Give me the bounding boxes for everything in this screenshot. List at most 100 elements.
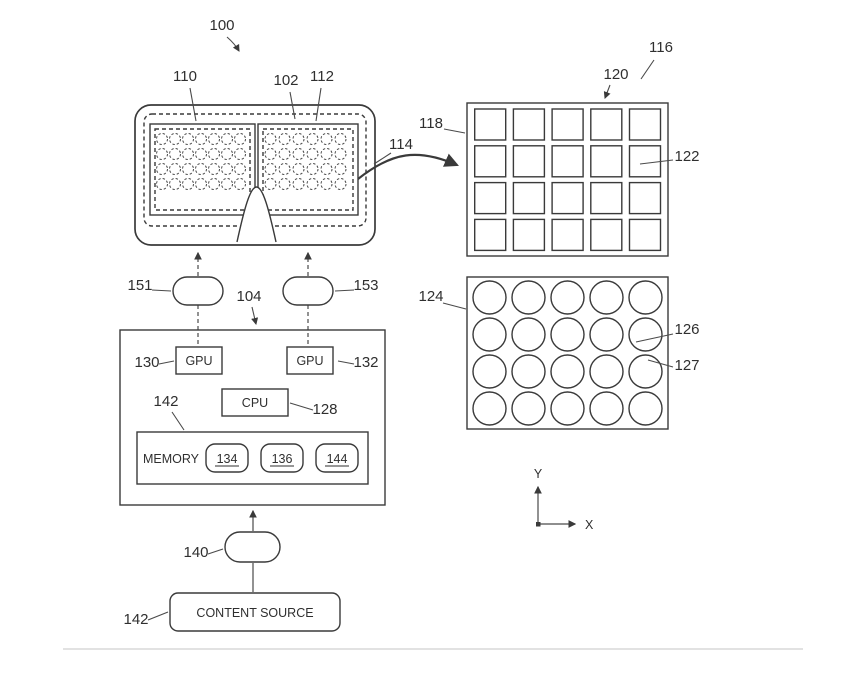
- emitter-circle: [550, 354, 585, 389]
- display-dot: [234, 163, 246, 175]
- display-dot: [334, 163, 347, 175]
- detail-callout-arrow: [357, 153, 459, 180]
- memory-item-136-label: 136: [272, 452, 293, 466]
- ref-114-leader: [373, 152, 392, 165]
- memory-item-134-label: 134: [217, 452, 238, 466]
- display-dot: [278, 133, 291, 145]
- ref-153: 153: [353, 277, 378, 294]
- display-dot: [292, 163, 305, 175]
- computing-device: GPU GPU CPU MEMORY 134 136 144: [119, 329, 386, 506]
- ref-151-leader: [151, 289, 172, 292]
- display-dot: [156, 148, 168, 160]
- computing-device-border: [119, 329, 386, 506]
- memory-item-144-label: 144: [327, 452, 348, 466]
- display-dot: [320, 148, 333, 160]
- emitter-circle: [628, 317, 663, 352]
- x-axis-label: X: [585, 518, 594, 532]
- emitter-square: [551, 218, 584, 252]
- display-dot: [264, 148, 277, 160]
- emitter-circle: [511, 391, 546, 426]
- cpu-label: CPU: [242, 396, 268, 410]
- emitter-circle: [511, 280, 546, 315]
- display-right-border: [257, 123, 359, 216]
- display-right-pixel-array: [264, 133, 347, 190]
- display-dot: [195, 148, 207, 160]
- display-dot: [195, 178, 207, 190]
- display-dot: [264, 178, 277, 190]
- ref-128: 128: [312, 401, 337, 418]
- link-left: [172, 251, 224, 346]
- display-dot: [278, 178, 291, 190]
- content-source-link: [224, 509, 281, 592]
- link-pill-151: [172, 276, 224, 306]
- link-pill-140: [224, 531, 281, 563]
- link-right: [282, 251, 334, 346]
- memory-label: MEMORY: [143, 452, 200, 466]
- ref-102-leader: [289, 91, 296, 120]
- emitter-square: [551, 108, 584, 141]
- emitter-square: [474, 181, 507, 215]
- emitter-circle: [589, 280, 624, 315]
- ref-104-leader: [251, 306, 259, 326]
- display-dot: [292, 148, 305, 160]
- display-dot: [264, 163, 277, 175]
- display-dot: [334, 148, 347, 160]
- display-dot: [156, 133, 168, 145]
- emitter-square: [512, 145, 546, 178]
- emitter-square: [512, 181, 546, 215]
- square-grid-border: [466, 102, 669, 257]
- emitter-square: [590, 145, 623, 178]
- ref-116: 116: [649, 39, 673, 56]
- display-dot: [169, 133, 181, 145]
- ref-110: 110: [173, 68, 197, 85]
- display-dot: [334, 178, 347, 190]
- ref-128-leader: [289, 402, 314, 411]
- display-dot: [278, 163, 291, 175]
- display-dot: [306, 163, 319, 175]
- emitter-circle: [628, 280, 663, 315]
- emitter-square: [512, 218, 546, 252]
- ref-142-memory-leader: [171, 411, 185, 431]
- ref-142-memory: 142: [153, 393, 178, 410]
- emitter-square: [628, 145, 662, 178]
- display-dot: [320, 178, 333, 190]
- axes-origin-dot: [536, 522, 541, 527]
- emitter-square: [474, 108, 507, 141]
- gpu-left-label: GPU: [185, 354, 212, 368]
- emitter-circle: [550, 317, 585, 352]
- display-dot: [221, 163, 233, 175]
- emitter-circle: [472, 354, 507, 389]
- reference-numerals: 100 110 102 112 114 116 120 118 122 124 …: [123, 17, 699, 628]
- display-left-border: [149, 123, 256, 216]
- display-dot: [334, 133, 347, 145]
- emitter-square: [628, 108, 662, 141]
- display-dot: [195, 133, 207, 145]
- ref-132: 132: [353, 354, 378, 371]
- ref-116-leader: [640, 59, 655, 80]
- circle-grid-cells: [472, 280, 663, 426]
- ref-120: 120: [603, 66, 628, 83]
- ref-126-leader: [635, 333, 674, 343]
- ref-104: 104: [236, 288, 261, 305]
- ref-102: 102: [273, 72, 298, 89]
- display-dot: [292, 133, 305, 145]
- emitter-square: [590, 218, 623, 252]
- ref-127-leader: [647, 359, 674, 368]
- emitter-square: [628, 181, 662, 215]
- circle-grid-border: [466, 276, 669, 430]
- ref-124: 124: [418, 288, 443, 305]
- display-dot: [208, 133, 220, 145]
- ref-122-leader: [639, 159, 674, 165]
- display-dot: [320, 163, 333, 175]
- display-dot: [208, 148, 220, 160]
- content-source: CONTENT SOURCE: [169, 592, 341, 632]
- emitter-circle: [550, 391, 585, 426]
- display-dot: [306, 133, 319, 145]
- ref-130-leader: [158, 360, 175, 365]
- display-dot: [306, 148, 319, 160]
- emitter-circle: [628, 391, 663, 426]
- ref-114: 114: [389, 136, 413, 153]
- ref-140-leader: [207, 548, 224, 555]
- gpu-right-box: [286, 346, 334, 375]
